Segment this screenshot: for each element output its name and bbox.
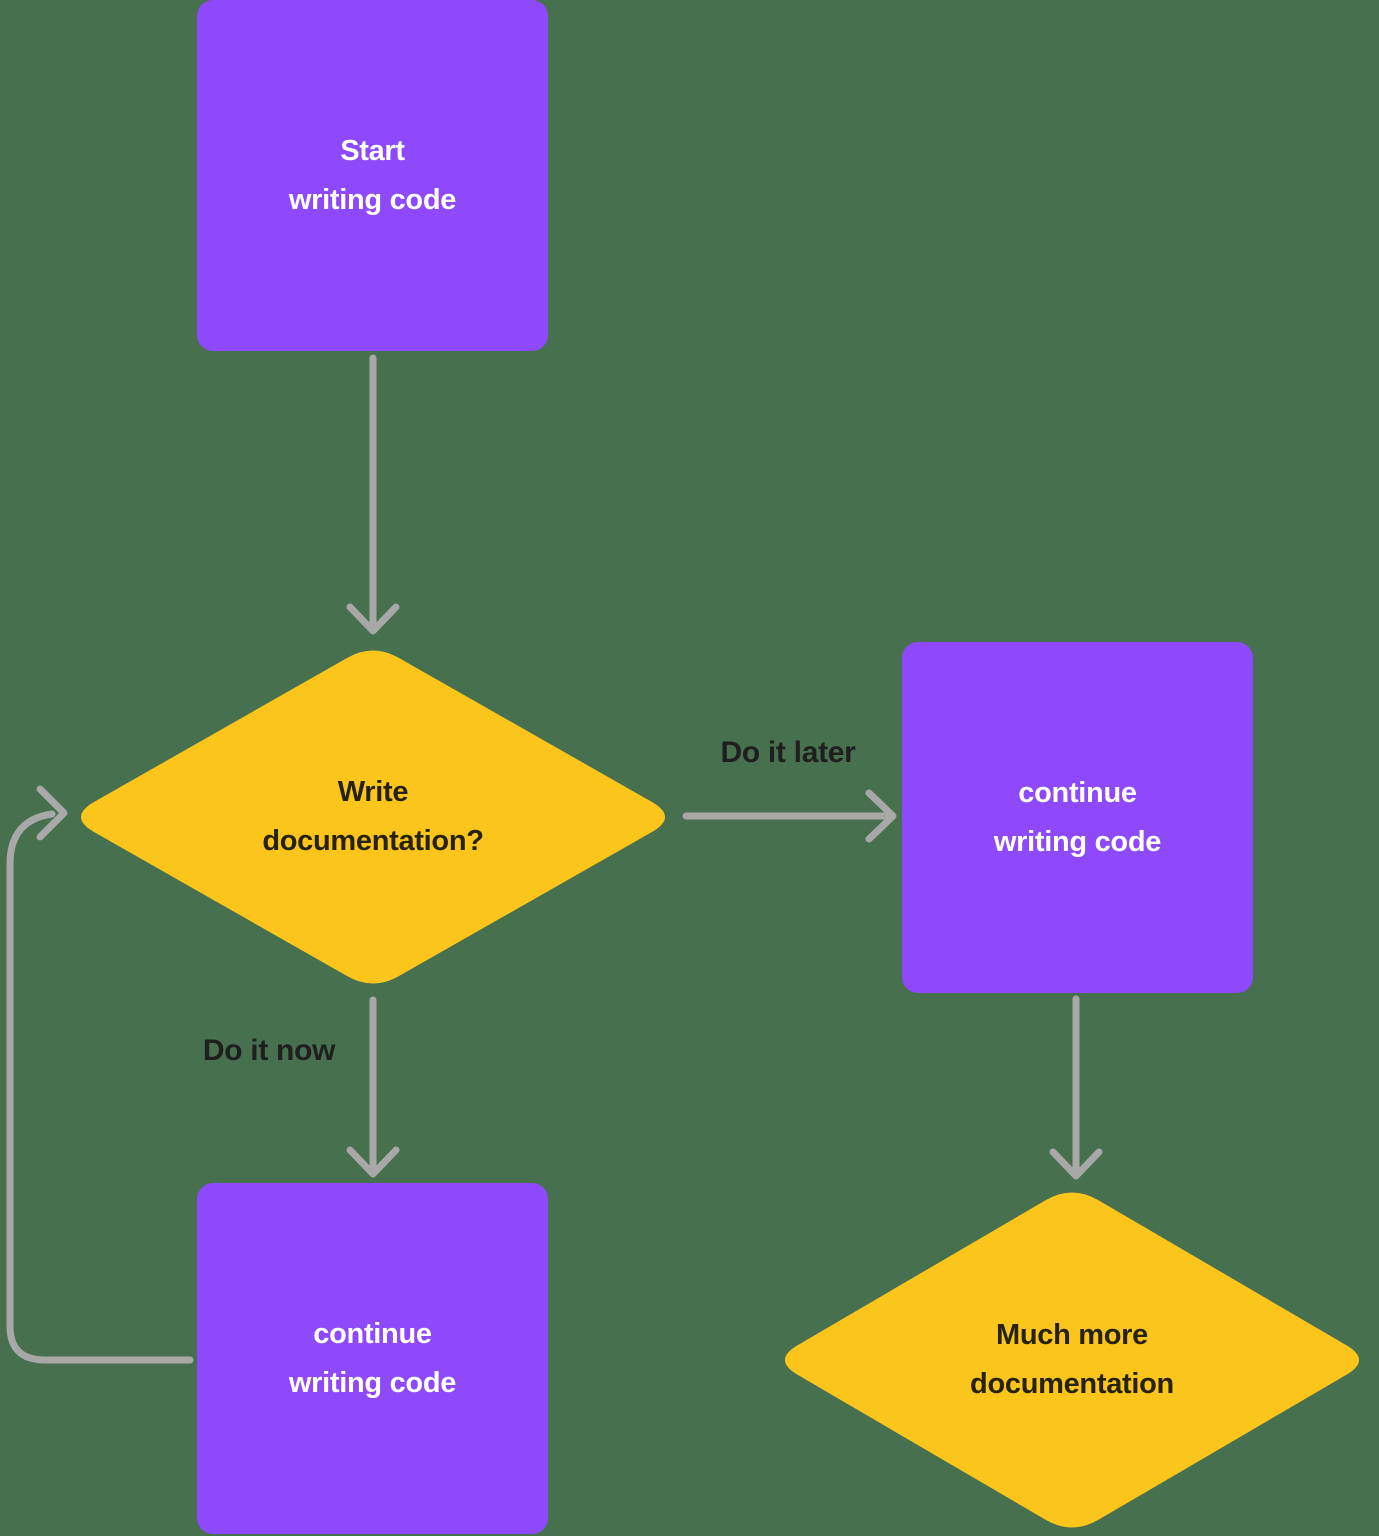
edge-loop-back [6,785,194,1364]
arrowhead-right-icon [36,785,68,841]
node-continue-now: continue writing code [197,1183,548,1534]
node-write-documentation-line1: Write [337,776,409,808]
node-write-documentation-line2: documentation? [262,825,484,857]
node-much-more-documentation-line1: Much more [996,1319,1148,1351]
node-continue-later-line2: writing code [993,825,1162,858]
node-continue-now-line1: continue [313,1317,432,1350]
edge-label-do-it-later: Do it later [720,736,856,769]
arrowhead-down-icon [1049,1148,1103,1180]
edge-start-to-decision [346,354,400,635]
arrowhead-down-icon [346,1146,400,1178]
edge-do-it-now [346,996,400,1178]
edge-later-to-more-docs [1049,995,1103,1180]
node-much-more-documentation-line2: documentation [970,1368,1174,1400]
node-continue-later: continue writing code [902,642,1253,993]
node-start-label-line1: Start [340,134,405,167]
edge-do-it-later [682,789,897,843]
node-much-more-documentation-label: Much more documentation [862,1300,1282,1420]
decision-diamond-shape [81,650,665,984]
edge-label-do-it-now: Do it now [202,1034,336,1067]
node-continue-later-line1: continue [1018,776,1137,809]
arrowhead-right-icon [865,789,897,843]
arrowhead-down-icon [346,603,400,635]
result-diamond-shape [785,1192,1359,1528]
node-write-documentation-label: Write documentation? [163,757,583,877]
node-start: Start writing code [197,0,548,351]
node-continue-now-line2: writing code [288,1366,457,1399]
node-start-label-line2: writing code [288,183,457,216]
